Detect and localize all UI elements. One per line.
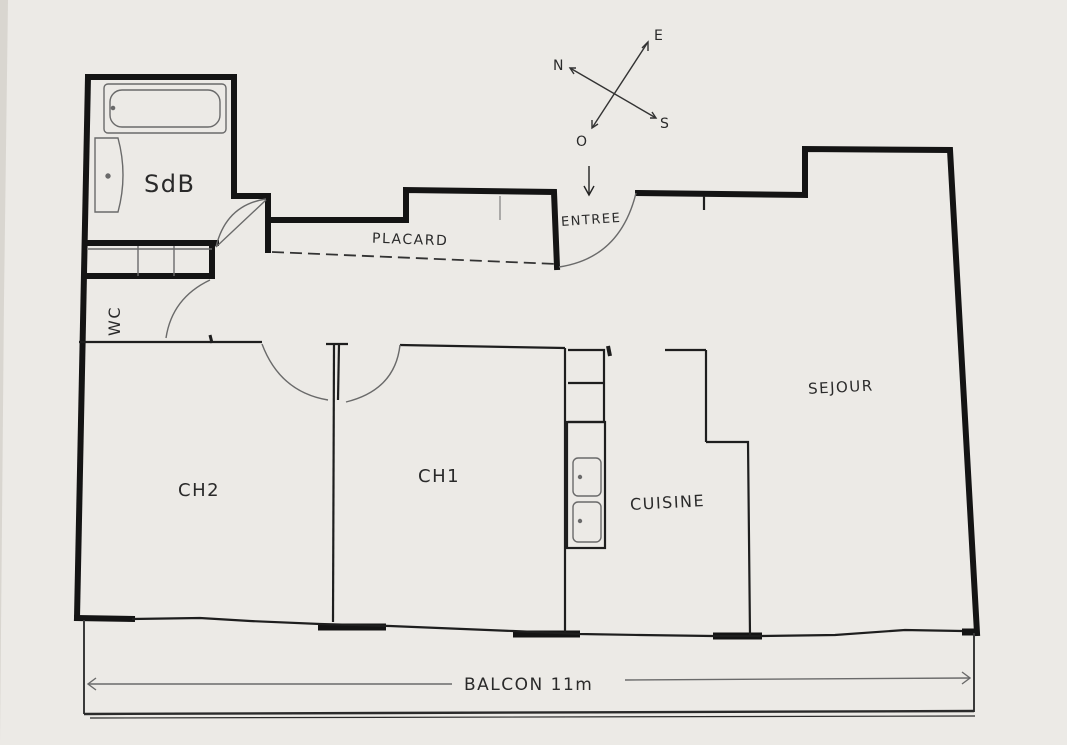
compass-north-label: N — [553, 58, 565, 74]
wall-bottom-left — [73, 614, 136, 623]
compass-west-label: O — [576, 134, 589, 150]
thin-walls — [79, 196, 963, 638]
door-swing-entree — [558, 192, 637, 268]
room-label-entree: ENTREE — [561, 211, 622, 230]
room-label-sdb: SdB — [144, 170, 195, 198]
pencil-details — [83, 40, 976, 719]
door-swing-wc — [165, 279, 211, 339]
balcony-railing — [83, 709, 975, 716]
door-swing-ch1 — [345, 344, 401, 403]
wall-sejour-top — [634, 145, 981, 637]
kitchen-sink-counter — [565, 420, 607, 550]
wall-ch2-ch1-b — [336, 343, 341, 401]
room-label-sejour: SEJOUR — [808, 377, 874, 398]
room-label-balcon: BALCON 11m — [464, 675, 593, 695]
wall-ch2-ch1 — [331, 343, 336, 623]
facade-line — [131, 616, 963, 638]
wall-placard-top — [267, 186, 561, 271]
wall-west — [73, 73, 92, 622]
washbasin — [94, 137, 124, 213]
room-label-ch2: CH2 — [178, 480, 220, 501]
wall-ch1-top — [399, 343, 566, 350]
room-label-wc: WC — [105, 306, 124, 336]
room-label-placard: PLACARD — [372, 231, 449, 250]
wall-cuisine-sejour-low — [706, 440, 752, 636]
thick-walls — [73, 73, 981, 637]
compass-axis-ns — [569, 67, 657, 119]
compass-axis-ne — [591, 41, 649, 129]
compass-south-label: S — [660, 116, 670, 132]
wall-north — [85, 74, 271, 253]
wall-wc-top — [85, 240, 215, 279]
compass-east-label: E — [654, 28, 664, 44]
sink-lower — [572, 501, 602, 543]
door-swing-sdb — [215, 198, 267, 248]
dimension-line-right — [624, 677, 971, 681]
sink-upper — [572, 457, 602, 497]
room-label-cuisine: CUISINE — [630, 491, 706, 514]
bathtub — [103, 83, 227, 134]
door-swing-ch2 — [261, 343, 329, 401]
room-label-ch1: CH1 — [418, 466, 460, 487]
placard-dashes — [271, 251, 557, 265]
